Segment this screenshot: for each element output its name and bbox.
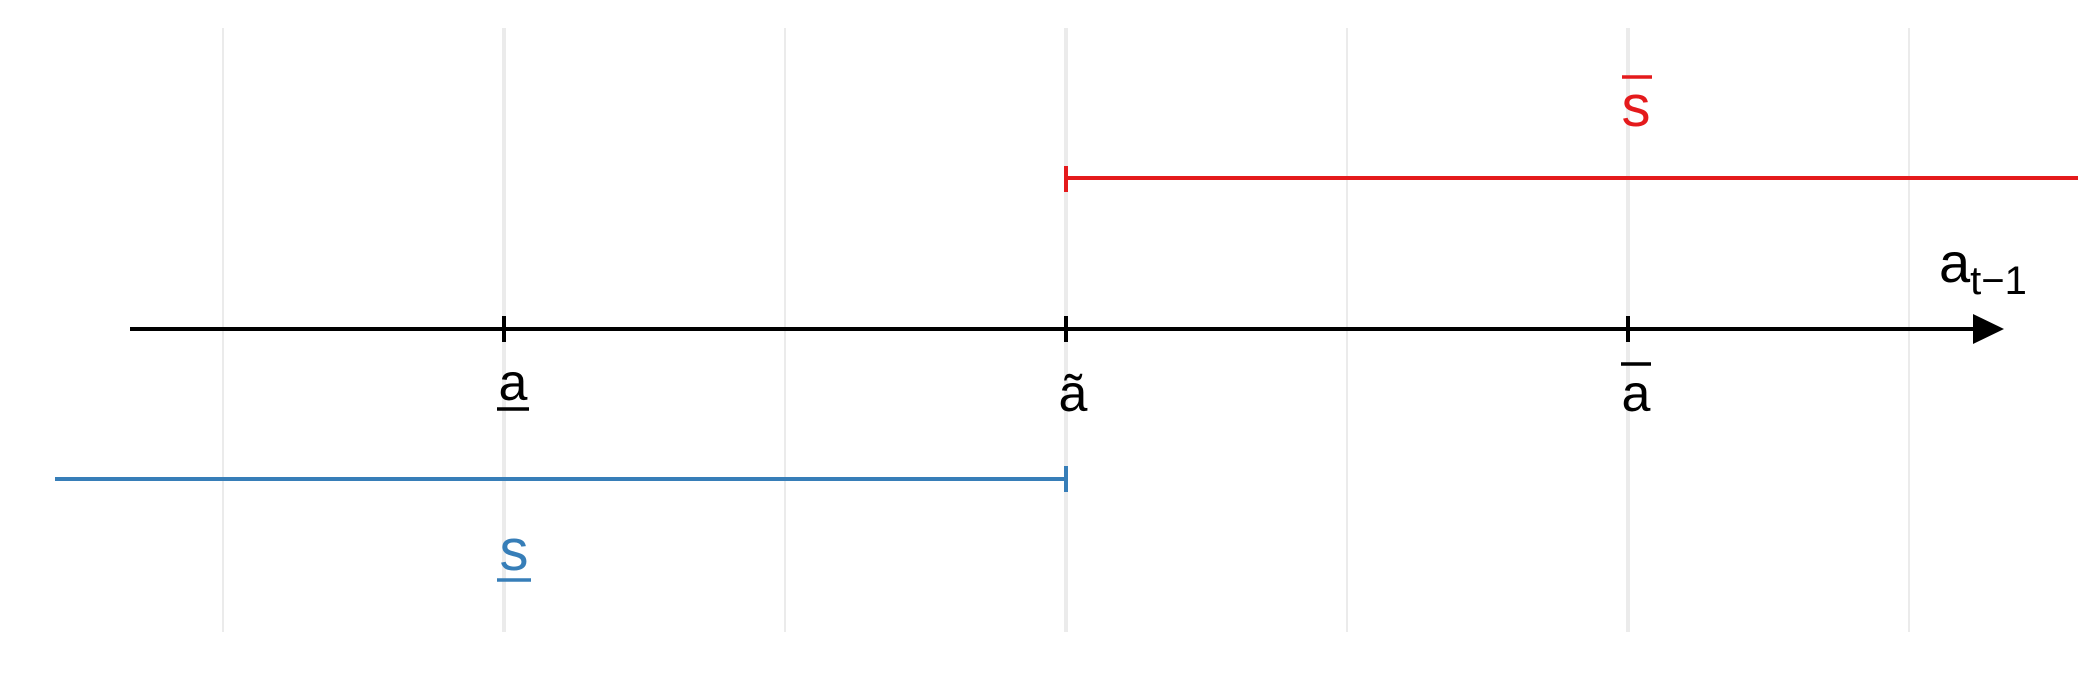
axis-label: at−1	[1939, 231, 2027, 303]
upper-segment-label: s	[1622, 74, 1651, 139]
tick-labels: a ã a	[497, 354, 1651, 423]
upper-segment: s	[1064, 74, 2078, 192]
axis-label-base: a	[1939, 231, 1971, 294]
axis-arrowhead	[1973, 314, 2004, 344]
tick-label-middle: ã	[1059, 365, 1088, 423]
tick-label-lower: a	[499, 354, 528, 412]
lower-segment: s	[55, 466, 1068, 583]
lower-segment-label: s	[500, 518, 529, 583]
axis-label-subscript: t−1	[1970, 259, 2027, 303]
axis: at−1	[130, 231, 2027, 344]
tick-label-upper: a	[1622, 365, 1651, 423]
